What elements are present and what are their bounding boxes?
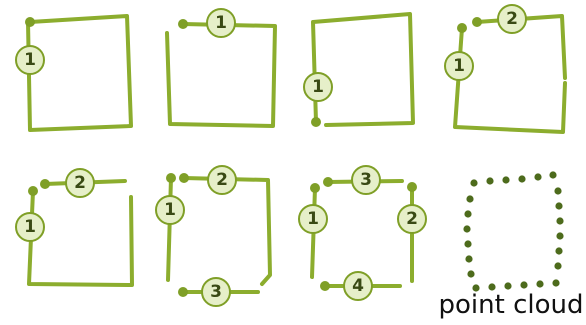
cloud-point bbox=[504, 282, 511, 289]
order-badge-1: 1 bbox=[304, 73, 332, 101]
order-badge-1: 1 bbox=[299, 205, 327, 233]
cloud-point bbox=[518, 175, 525, 182]
stroke-1-start-dot bbox=[166, 173, 176, 183]
svg-text:3: 3 bbox=[210, 282, 222, 302]
stroke-2-start-dot bbox=[40, 179, 50, 189]
svg-text:1: 1 bbox=[24, 217, 36, 237]
stroke-1-start-dot bbox=[310, 183, 320, 193]
stroke-1-start-dot bbox=[28, 186, 38, 196]
panel-6: 1 2 3 bbox=[156, 166, 270, 306]
order-badge-2: 2 bbox=[208, 166, 236, 194]
panel-4: 1 2 bbox=[445, 5, 565, 132]
stroke-path bbox=[28, 16, 131, 130]
panel-2: 1 bbox=[167, 9, 275, 126]
svg-text:4: 4 bbox=[352, 276, 364, 296]
cloud-point bbox=[470, 179, 477, 186]
stroke-1-start-dot bbox=[457, 23, 467, 33]
point-cloud-caption: point cloud bbox=[439, 290, 584, 320]
cloud-point bbox=[549, 171, 556, 178]
cloud-point bbox=[556, 232, 563, 239]
svg-text:1: 1 bbox=[215, 13, 227, 33]
stroke-path bbox=[167, 24, 275, 126]
stroke-path-1 bbox=[168, 178, 171, 280]
svg-text:1: 1 bbox=[453, 56, 465, 76]
stroke-path-1 bbox=[29, 191, 132, 285]
order-badge-1: 1 bbox=[207, 9, 235, 37]
stroke-start-dot bbox=[25, 17, 35, 27]
svg-text:2: 2 bbox=[74, 173, 86, 193]
svg-text:3: 3 bbox=[360, 170, 372, 190]
svg-text:2: 2 bbox=[506, 9, 518, 29]
cloud-point bbox=[467, 270, 474, 277]
panel-1: 1 bbox=[16, 16, 131, 130]
stroke-path bbox=[313, 14, 413, 125]
order-badge-2: 2 bbox=[66, 169, 94, 197]
svg-text:1: 1 bbox=[164, 200, 176, 220]
order-badge-3: 3 bbox=[202, 278, 230, 306]
cloud-point bbox=[555, 247, 562, 254]
cloud-point bbox=[534, 173, 541, 180]
cloud-point bbox=[520, 281, 527, 288]
stroke-start-dot bbox=[311, 117, 321, 127]
svg-text:1: 1 bbox=[312, 77, 324, 97]
order-badge-3: 3 bbox=[352, 166, 380, 194]
cloud-point bbox=[466, 195, 473, 202]
cloud-point bbox=[486, 177, 493, 184]
order-badge-2: 2 bbox=[498, 5, 526, 33]
order-badge-1: 1 bbox=[445, 52, 473, 80]
cloud-point bbox=[536, 280, 543, 287]
cloud-point bbox=[556, 217, 563, 224]
order-badge-1: 1 bbox=[156, 196, 184, 224]
order-badge-4: 4 bbox=[344, 272, 372, 300]
order-badge-2: 2 bbox=[398, 205, 426, 233]
cloud-point bbox=[554, 262, 561, 269]
panel-3: 1 bbox=[304, 14, 413, 127]
panel-8-point-cloud bbox=[463, 171, 563, 291]
stroke-start-dot bbox=[178, 19, 188, 29]
cloud-point bbox=[465, 255, 472, 262]
svg-text:2: 2 bbox=[406, 209, 418, 229]
stroke-path-1 bbox=[455, 28, 565, 132]
cloud-point bbox=[464, 240, 471, 247]
svg-text:2: 2 bbox=[216, 170, 228, 190]
panel-5: 1 2 bbox=[16, 169, 132, 285]
stroke-2-start-dot bbox=[179, 173, 189, 183]
cloud-point bbox=[463, 225, 470, 232]
stroke-2-start-dot bbox=[323, 177, 333, 187]
svg-text:1: 1 bbox=[24, 50, 36, 70]
cloud-point bbox=[464, 210, 471, 217]
order-badge-1: 1 bbox=[16, 46, 44, 74]
cloud-point bbox=[502, 176, 509, 183]
cloud-point bbox=[554, 187, 561, 194]
stroke-3-start-dot bbox=[407, 182, 417, 192]
order-badge-1: 1 bbox=[16, 213, 44, 241]
stroke-2-start-dot bbox=[472, 17, 482, 27]
svg-text:1: 1 bbox=[307, 209, 319, 229]
stroke-3-start-dot bbox=[178, 287, 188, 297]
cloud-point bbox=[552, 279, 559, 286]
stroke-4-start-dot bbox=[320, 281, 330, 291]
panel-7: 1 3 2 4 bbox=[299, 166, 426, 300]
cloud-point bbox=[555, 202, 562, 209]
